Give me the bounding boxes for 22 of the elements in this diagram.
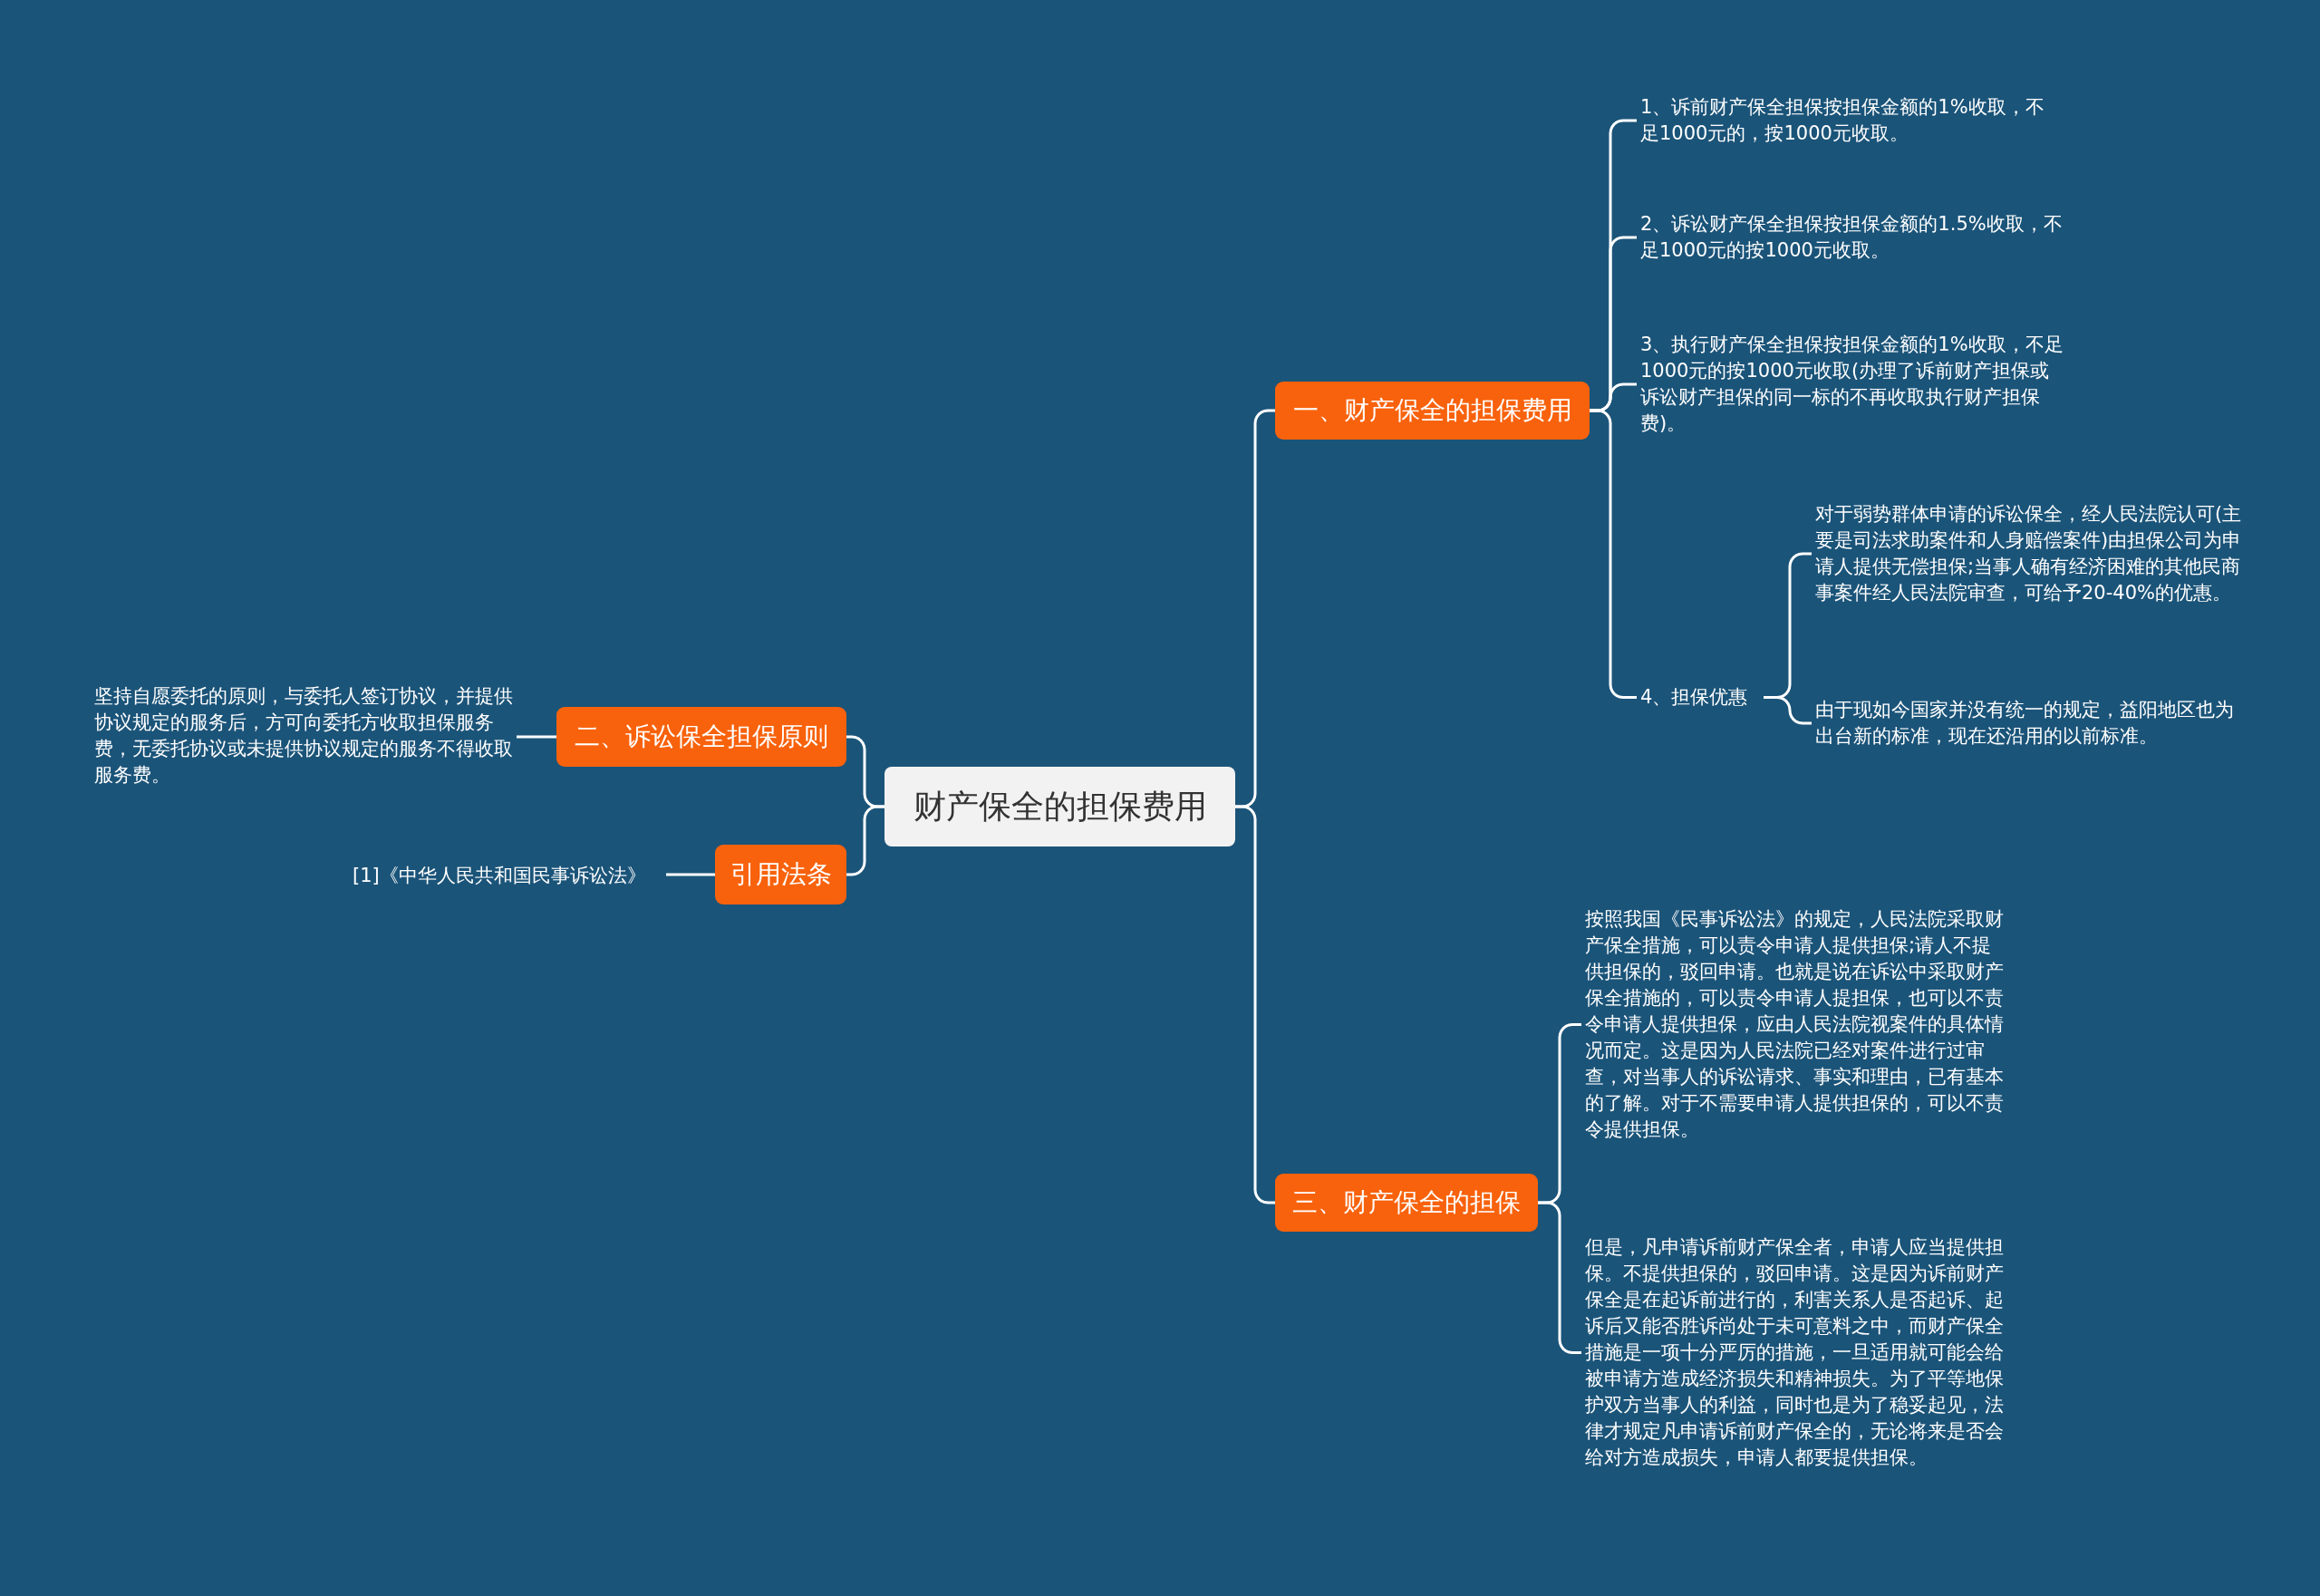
topic-box: 一、财产保全的担保费用 <box>1275 382 1590 440</box>
connector-line <box>846 805 884 876</box>
topic-box: 引用法条 <box>715 845 846 904</box>
note-text: 4、担保优惠 <box>1637 684 1764 711</box>
note-text: 1、诉前财产保全担保按担保金额的1%收取，不足1000元的，按1000元收取。 <box>1637 94 2063 147</box>
connector-line <box>1235 805 1275 1204</box>
note-text: 由于现如今国家并没有统一的规定，益阳地区也为出台新的标准，现在还沿用的以前标准。 <box>1812 697 2247 750</box>
note-text: 但是，凡申请诉前财产保全者，申请人应当提供担保。不提供担保的，驳回申请。这是因为诉前财产保全是在起诉前进行的，利害关系人是否起诉、起诉后又能否胜诉尚处于未可意料之中，而财产保全措施是一项十分严厉的措施，一旦适用就可能会给被申请方造成经济损失和精神损失。为了平等地保护双方当事人的利益，同时也是为了稳妥起见，法律才规定凡申请诉前财产保全的，无论将来是否会给对方造成损失，申请人都要提供担保。 <box>1581 1234 2007 1471</box>
connector-line <box>1590 409 1637 699</box>
note-text: 对于弱势群体申请的诉讼保全，经人民法院认可(主要是司法求助案件和人身赔偿案件)由担保公司为申请人提供无偿担保;当事人确有经济困难的其他民商事案件经人民法院审查，可给予20-40%的优惠。 <box>1812 501 2247 606</box>
connector-line <box>517 735 556 739</box>
note-text: 按照我国《民事诉讼法》的规定，人民法院采取财产保全措施，可以责令申请人提供担保;请人不提供担保的，驳回申请。也就是说在诉讼中采取财产保全措施的，可以责令申请人提担保，也可以不责令申请人提供担保，应由人民法院视案件的具体情况而定。这是因为人民法院已经对案件进行过审查，对当事人的诉讼请求、事实和理由，已有基本的了解。对于不需要申请人提供担保的，可以不责令提供担保。 <box>1581 906 2007 1143</box>
note-text: 坚持自愿委托的原则，与委托人签订协议，并提供协议规定的服务后，方可向委托方收取担保服务费，无委托协议或未提供协议规定的服务不得收取服务费。 <box>91 683 517 788</box>
connector-line <box>666 873 715 876</box>
topic-box: 二、诉讼保全担保原则 <box>556 707 846 767</box>
connector-line <box>1538 1201 1581 1354</box>
note-text: 3、执行财产保全担保按担保金额的1%收取，不足1000元的按1000元收取(办理了诉前财产担保或诉讼财产担保的同一标的不再收取执行财产担保费)。 <box>1637 332 2072 437</box>
topic-box: 三、财产保全的担保 <box>1275 1174 1538 1232</box>
note-text: 2、诉讼财产保全担保按担保金额的1.5%收取，不足1000元的按1000元收取。 <box>1637 211 2072 264</box>
connector-line <box>1764 696 1812 725</box>
central-topic: 财产保全的担保费用 <box>884 767 1235 846</box>
note-text: [1]《中华人民共和国民事诉讼法》 <box>349 863 666 889</box>
